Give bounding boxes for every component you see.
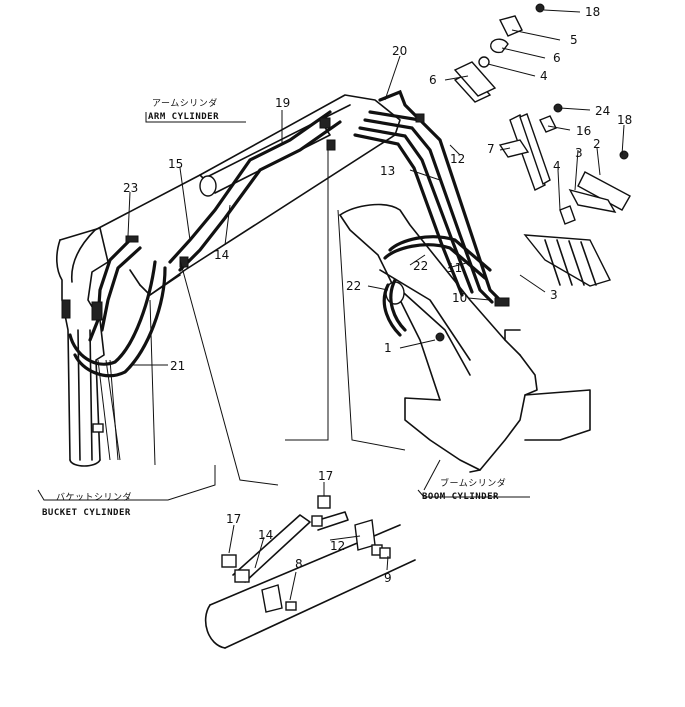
- bucket-cylinder: [56, 227, 121, 467]
- callout-12: 12: [450, 152, 465, 166]
- boom-cylinder-label-jp: ブームシリンダ: [440, 477, 506, 489]
- boom-structure: [339, 203, 591, 473]
- callout-22: 22: [346, 279, 361, 293]
- callout-17: 17: [226, 512, 241, 526]
- callout-18: 18: [585, 5, 600, 19]
- exploded-parts-upper: [435, 3, 631, 342]
- callout-20: 20: [392, 44, 407, 58]
- callout-4: 4: [540, 69, 548, 83]
- callout-13: 13: [380, 164, 395, 178]
- callout-10: 10: [452, 291, 467, 305]
- callout-21: 21: [170, 359, 185, 373]
- callout-1: 1: [384, 341, 392, 355]
- callout-6: 6: [553, 51, 561, 65]
- callout-numbers: 18 5 6 4 6 20 19 12 7 24 16 18 2 3 4 13 …: [123, 5, 632, 585]
- cylinder-labels: アームシリンダ ARM CYLINDER バケットシリンダ BUCKET CYL…: [42, 97, 506, 518]
- boom-cylinder-label-en: BOOM CYLINDER: [422, 492, 499, 502]
- callout-14: 14: [214, 248, 229, 262]
- callout-5: 5: [570, 33, 578, 47]
- callout-24: 24: [595, 104, 610, 118]
- arm-cylinder-label-jp: アームシリンダ: [152, 97, 218, 109]
- hose-lines: [68, 89, 502, 378]
- leader-lines: [127, 9, 625, 366]
- callout-14: 14: [258, 528, 273, 542]
- bucket-cylinder-label-en: BUCKET CYLINDER: [42, 508, 131, 518]
- callout-3: 3: [550, 288, 558, 302]
- detail-brackets: [109, 150, 406, 486]
- callout-19: 19: [275, 96, 290, 110]
- callout-6: 6: [429, 73, 437, 87]
- detail-view: [204, 482, 416, 649]
- hose-clamps: [61, 113, 510, 321]
- callout-15: 15: [168, 157, 183, 171]
- callout-12: 12: [330, 539, 345, 553]
- callout-18: 18: [617, 113, 632, 127]
- bucket-cylinder-label-jp: バケットシリンダ: [56, 491, 132, 503]
- callout-17: 17: [318, 469, 333, 483]
- boom-cylinder: [379, 269, 471, 376]
- callout-4: 4: [553, 159, 561, 173]
- arm-cylinder-label-en: ARM CYLINDER: [148, 112, 219, 122]
- callout-11: 11: [447, 261, 462, 275]
- callout-23: 23: [123, 181, 138, 195]
- callout-3: 3: [575, 146, 583, 160]
- callout-2: 2: [593, 137, 601, 151]
- label-brackets: [37, 112, 530, 501]
- callout-16: 16: [576, 124, 591, 138]
- callout-8: 8: [295, 557, 303, 571]
- callout-22: 22: [413, 259, 428, 273]
- callout-9: 9: [384, 571, 392, 585]
- callout-7: 7: [487, 142, 495, 156]
